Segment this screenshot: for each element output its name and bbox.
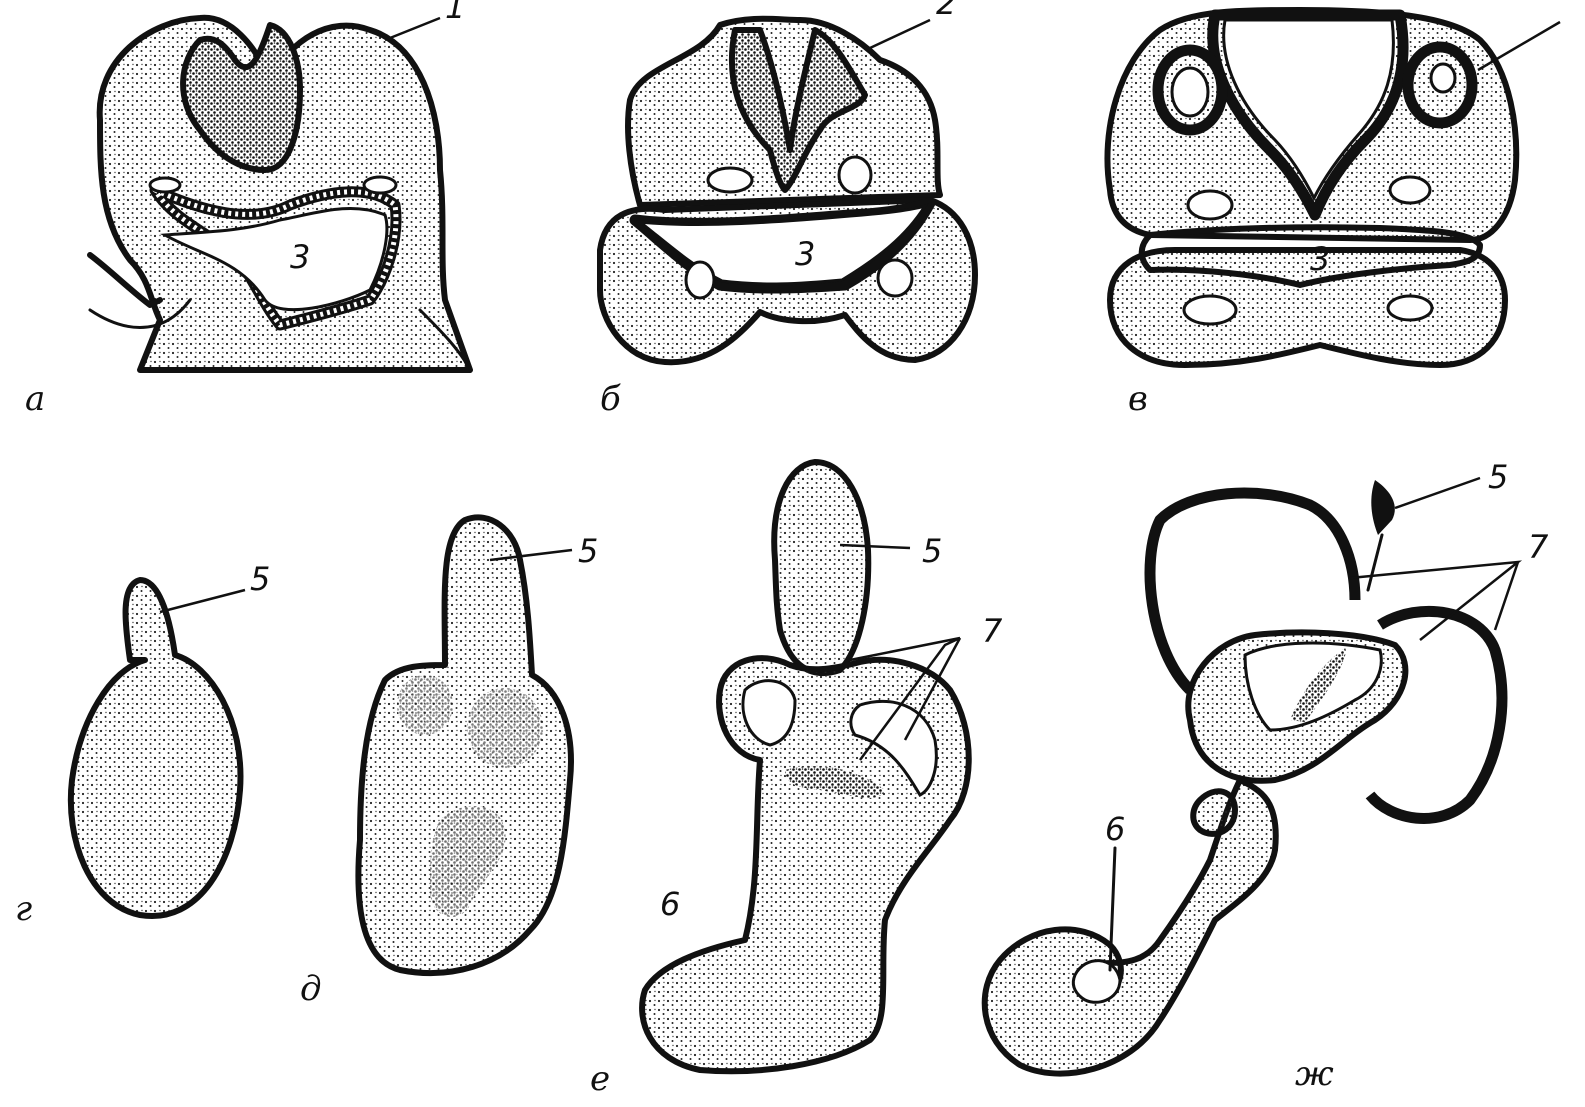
panel-b: 2 3 б <box>600 0 975 419</box>
panel-zh: 5 7 6 ж <box>985 458 1549 1094</box>
leader-g-5 <box>160 590 245 612</box>
leader-zh-7 <box>1350 562 1518 640</box>
endolymphatic-sac-e <box>774 462 868 673</box>
panel-g-letter: г <box>15 889 32 929</box>
panel-d: 5 д <box>300 517 598 1009</box>
panel-d-letter: д <box>300 969 322 1009</box>
panel-b-label-2: 2 <box>936 0 956 22</box>
panel-zh-label-5: 5 <box>1488 458 1508 496</box>
leader-a-1 <box>385 18 440 40</box>
panel-a-letter: а <box>25 379 45 419</box>
dense-patch-d2 <box>467 688 543 768</box>
panel-e-label-7: 7 <box>982 612 1003 650</box>
panel-zh-label-6: 6 <box>1105 810 1125 848</box>
panel-a: 1 3 а <box>25 0 470 419</box>
panel-b-letter: б <box>600 379 621 419</box>
panel-g: 5 г <box>15 560 270 929</box>
panel-v-letter: в <box>1128 379 1148 419</box>
panel-a-label-3: 3 <box>290 238 310 276</box>
endolymphatic-duct-zh <box>1371 480 1395 535</box>
panel-e-letter: е <box>590 1059 610 1099</box>
panel-a-label-1: 1 <box>445 0 465 26</box>
otic-vesicle-g <box>71 580 241 916</box>
panel-zh-letter: ж <box>1295 1054 1334 1094</box>
panel-b-label-3: 3 <box>795 235 815 273</box>
leader-v <box>1478 22 1560 70</box>
saccule-zh <box>1193 791 1235 834</box>
panel-e-label-5: 5 <box>922 532 942 570</box>
leader-zh-5 <box>1395 478 1480 508</box>
dense-patch-d1 <box>397 675 453 735</box>
panel-zh-label-7: 7 <box>1528 528 1549 566</box>
panel-v-label-3: 3 <box>1310 240 1330 278</box>
panel-d-label-5: 5 <box>578 532 598 570</box>
panel-e-label-6: 6 <box>660 885 680 923</box>
leader-b-2 <box>870 20 930 48</box>
panel-v: 3 в <box>1107 10 1560 419</box>
panel-e: 5 7 6 е <box>590 462 1003 1099</box>
panel-g-label-5: 5 <box>250 560 270 598</box>
